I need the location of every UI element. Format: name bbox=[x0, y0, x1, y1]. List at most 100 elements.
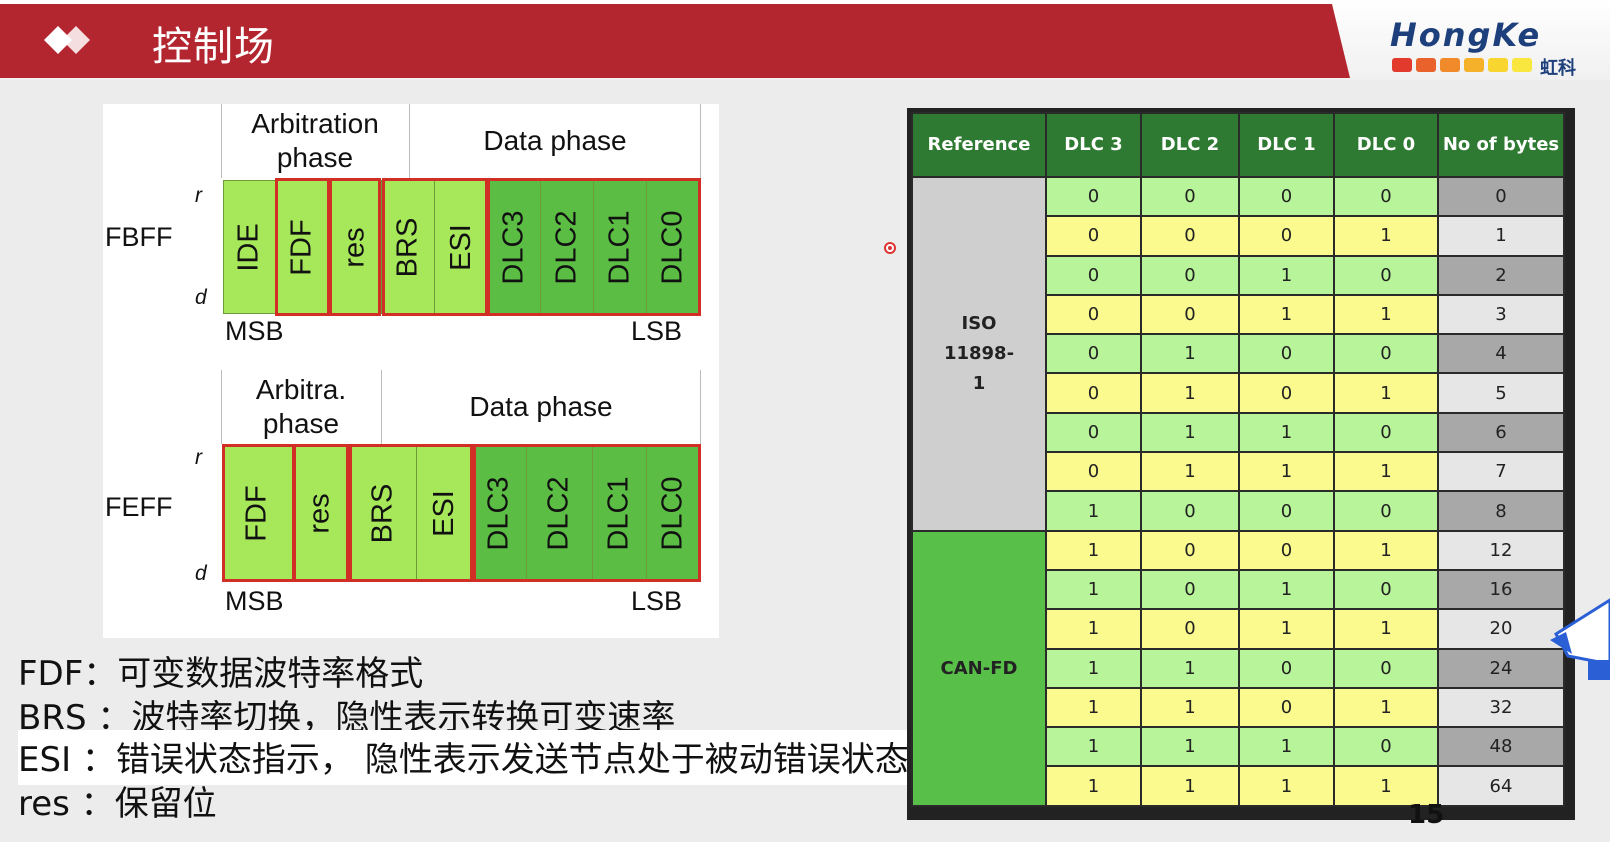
dlc-bit-cell: 0 bbox=[1238, 490, 1335, 532]
bit-cell-ide: IDE bbox=[223, 180, 276, 314]
legend-esi: ESI ：错误状态指示， 隐性表示发送节点处于被动错误状态 bbox=[18, 730, 923, 785]
feff-data-header: Data phase bbox=[469, 391, 613, 422]
brand-dot bbox=[1512, 58, 1532, 72]
fbff-lsb-label: LSB bbox=[631, 316, 683, 346]
byte-count-cell: 6 bbox=[1437, 411, 1565, 454]
dlc-bit-cell: 0 bbox=[1140, 175, 1240, 218]
dlc-bit-cell: 0 bbox=[1238, 686, 1335, 729]
dlc-bit-cell: 1 bbox=[1140, 411, 1240, 454]
dlc-bit-cell: 0 bbox=[1238, 647, 1335, 689]
byte-count-cell: 8 bbox=[1437, 490, 1565, 532]
dlc-bit-cell: 0 bbox=[1238, 372, 1335, 414]
dlc-bit-cell: 1 bbox=[1333, 608, 1439, 650]
bit-cell-dlc2: DLC2 bbox=[527, 446, 593, 580]
page-number: 15 bbox=[1408, 800, 1445, 830]
byte-count-cell: 3 bbox=[1437, 293, 1565, 336]
dlc-bit-cell: 0 bbox=[1333, 333, 1439, 375]
bit-cell-fdf: FDF bbox=[276, 180, 329, 314]
pen-pointer-icon bbox=[1550, 598, 1610, 680]
dlc-bit-cell: 0 bbox=[1140, 293, 1240, 336]
frame-diagram: Arbitration phase Data phase FBFF r d ID… bbox=[103, 104, 719, 638]
bit-label: BRS bbox=[391, 217, 424, 277]
byte-count-cell: 1 bbox=[1437, 215, 1565, 257]
dlc-bit-cell: 0 bbox=[1140, 608, 1240, 650]
feff-label: FEFF bbox=[105, 492, 173, 522]
bit-label: FDF bbox=[285, 218, 318, 276]
dlc-bit-cell: 1 bbox=[1045, 765, 1142, 807]
feff-lsb-label: LSB bbox=[631, 586, 683, 616]
byte-count-cell: 5 bbox=[1437, 372, 1565, 414]
brand-dot bbox=[1488, 58, 1508, 72]
bit-cell-dlc1: DLC1 bbox=[593, 446, 647, 580]
dlc-bit-cell: 1 bbox=[1140, 765, 1240, 807]
column-header: DLC 3 bbox=[1045, 112, 1142, 178]
bit-label: res bbox=[338, 226, 371, 268]
brand-dots bbox=[1392, 58, 1532, 72]
bit-legend: FDF：可变数据波特率格式 BRS ：波特率切换，隐性表示转换可变速率 ESI … bbox=[0, 640, 990, 842]
bit-cell-dlc0: DLC0 bbox=[647, 446, 701, 580]
bit-label: DLC2 bbox=[550, 209, 583, 285]
dlc-bit-cell: 0 bbox=[1045, 175, 1142, 218]
column-header: DLC 1 bbox=[1238, 112, 1335, 178]
dlc-bit-cell: 1 bbox=[1140, 686, 1240, 729]
dlc-bit-cell: 0 bbox=[1140, 568, 1240, 611]
byte-count-cell: 12 bbox=[1437, 529, 1565, 571]
feff-msb-label: MSB bbox=[225, 586, 284, 616]
header-bar-area: 控制场 HongKe 虹科 bbox=[0, 0, 1610, 80]
dlc-bit-cell: 0 bbox=[1333, 647, 1439, 689]
fbff-data-header: Data phase bbox=[483, 125, 627, 156]
byte-count-cell: 20 bbox=[1437, 608, 1565, 650]
fbff-msb-label: MSB bbox=[225, 316, 284, 346]
legend-fdf: FDF：可变数据波特率格式 bbox=[18, 654, 424, 694]
dlc-bit-cell: 0 bbox=[1045, 215, 1142, 257]
fbff-arbitration-header: Arbitration phase bbox=[251, 108, 379, 173]
divider bbox=[221, 104, 222, 178]
legend-res: res ：保留位 bbox=[18, 784, 217, 824]
dlc-bit-cell: 1 bbox=[1140, 647, 1240, 689]
dlc-bit-cell: 0 bbox=[1140, 490, 1240, 532]
column-header: DLC 2 bbox=[1140, 112, 1240, 178]
dlc-bit-cell: 1 bbox=[1238, 608, 1335, 650]
byte-count-cell: 24 bbox=[1437, 647, 1565, 689]
dlc-bit-cell: 1 bbox=[1045, 726, 1142, 768]
feff-arbitration-header: Arbitra. phase bbox=[255, 374, 347, 439]
dlc-bit-cell: 0 bbox=[1045, 451, 1142, 493]
bit-cell-brs: BRS bbox=[349, 446, 417, 580]
fbff-dominant-label: d bbox=[195, 286, 207, 309]
bit-label: DLC1 bbox=[603, 475, 635, 551]
dlc-bit-cell: 1 bbox=[1238, 254, 1335, 296]
dlc-bit-cell: 1 bbox=[1333, 215, 1439, 257]
dlc-bit-cell: 0 bbox=[1333, 254, 1439, 296]
bit-cell-esi: ESI bbox=[417, 446, 473, 580]
byte-count-cell: 64 bbox=[1437, 765, 1565, 807]
bit-cell-res: res bbox=[293, 446, 349, 580]
brand-subtitle: 虹科 bbox=[1540, 58, 1576, 79]
bit-label: DLC2 bbox=[543, 475, 575, 551]
column-header: DLC 0 bbox=[1333, 112, 1439, 178]
dlc-bit-cell: 1 bbox=[1045, 647, 1142, 689]
feff-recessive-label: r bbox=[195, 446, 202, 469]
bit-cell-brs: BRS bbox=[382, 180, 435, 314]
dlc-bit-cell: 1 bbox=[1333, 451, 1439, 493]
dlc-bit-cell: 1 bbox=[1333, 529, 1439, 571]
byte-count-cell: 2 bbox=[1437, 254, 1565, 296]
dlc-bit-cell: 0 bbox=[1333, 568, 1439, 611]
bit-label: DLC1 bbox=[603, 209, 636, 285]
bit-label: DLC3 bbox=[483, 475, 515, 551]
dlc-bit-cell: 0 bbox=[1045, 333, 1142, 375]
dlc-bit-cell: 1 bbox=[1238, 451, 1335, 493]
dlc-bit-cell: 0 bbox=[1238, 175, 1335, 218]
column-header: Reference bbox=[911, 112, 1047, 178]
dlc-bit-cell: 1 bbox=[1333, 293, 1439, 336]
brand-dot bbox=[1464, 58, 1484, 72]
title-banner bbox=[0, 4, 1350, 78]
byte-count-cell: 48 bbox=[1437, 726, 1565, 768]
